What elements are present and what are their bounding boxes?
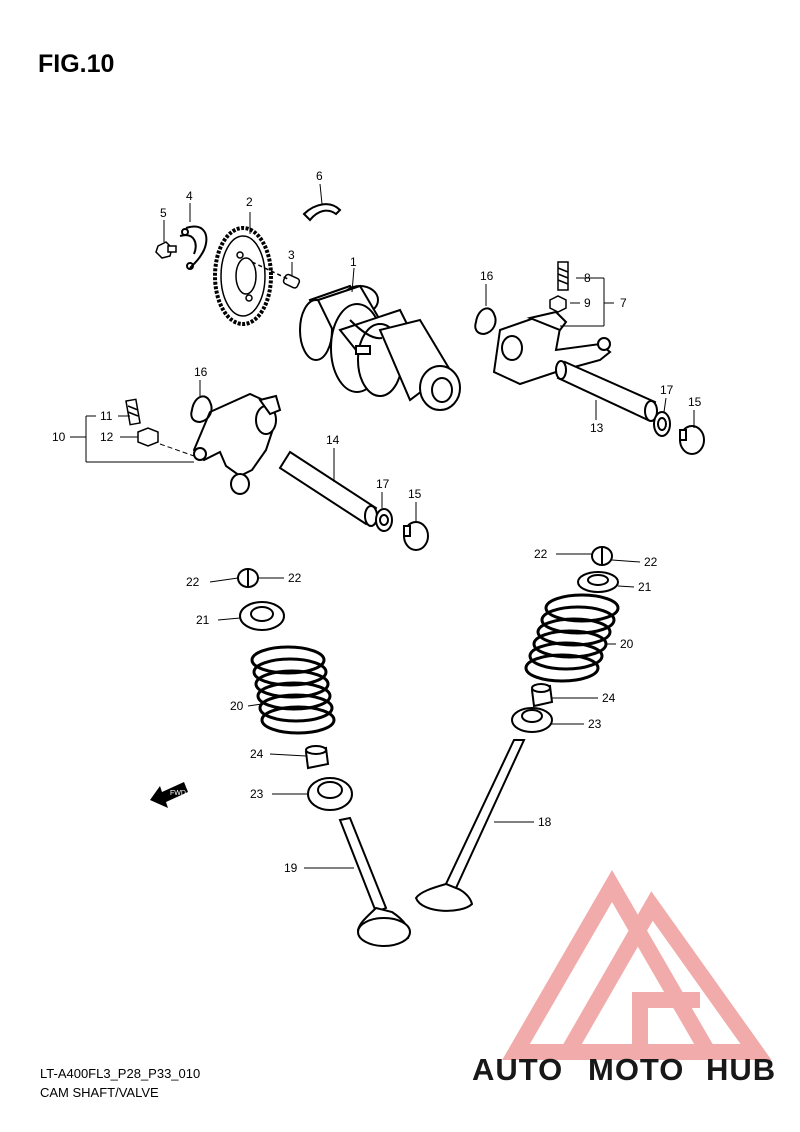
callout-14: 14 <box>326 433 340 447</box>
figure-title: FIG.10 <box>38 50 115 78</box>
part-21-retainer-left <box>239 601 285 631</box>
callout-21-right: 21 <box>638 580 652 594</box>
callout-19: 19 <box>284 861 298 875</box>
callout-20-left: 20 <box>230 699 244 713</box>
callout-22-right-a: 22 <box>534 547 548 561</box>
callout-6: 6 <box>316 169 323 183</box>
part-16-gasket-right <box>474 307 497 336</box>
fwd-label: FWD <box>170 790 186 797</box>
part-15-cap-left <box>403 521 429 551</box>
part-8-adjusting-screw <box>557 261 569 291</box>
part-22-cotters-left <box>237 568 259 588</box>
part-4-retaining-plate <box>179 225 208 270</box>
callout-7: 7 <box>620 296 627 310</box>
callout-15-left: 15 <box>408 487 422 501</box>
callout-1: 1 <box>350 255 357 269</box>
part-12-nut <box>137 427 159 447</box>
part-5-bolt <box>155 241 177 259</box>
callout-16-right: 16 <box>480 269 494 283</box>
part-23-seat-right <box>511 707 553 733</box>
watermark-logo: AUTO MOTO HUB <box>472 870 776 1087</box>
part-11-adjusting-screw <box>125 398 141 426</box>
callout-4: 4 <box>186 189 193 203</box>
part-24-seal-left <box>304 745 330 770</box>
callout-22-left-b: 22 <box>288 571 302 585</box>
fwd-arrow-icon: FWD <box>150 782 188 808</box>
callout-24-left: 24 <box>250 747 264 761</box>
callout-11: 11 <box>100 409 113 423</box>
part-18-valve-intake <box>414 739 526 912</box>
part-17-o-ring-left <box>375 508 393 532</box>
part-20-spring-right <box>524 593 620 683</box>
part-21-retainer-right <box>577 571 619 593</box>
callout-10: 10 <box>52 430 66 444</box>
part-17-o-ring-right <box>653 411 671 437</box>
callout-5: 5 <box>160 206 167 220</box>
watermark-hub: HUB <box>706 1052 776 1087</box>
callout-16-left: 16 <box>194 365 208 379</box>
part-7-rocker-arm-intake <box>492 310 612 386</box>
callout-17-left: 17 <box>376 477 390 491</box>
part-24-seal-right <box>530 683 554 708</box>
callout-23-right: 23 <box>588 717 602 731</box>
part-10-rocker-arm-exhaust <box>192 392 282 495</box>
callout-20-right: 20 <box>620 637 634 651</box>
callout-8: 8 <box>584 271 591 285</box>
callout-9: 9 <box>584 296 591 310</box>
part-22-cotters-right <box>591 546 613 566</box>
leader-lines <box>70 183 695 869</box>
callout-13: 13 <box>590 421 604 435</box>
part-14-rocker-shaft-exhaust <box>278 450 378 527</box>
callout-2: 2 <box>246 195 253 209</box>
callout-22-left-a: 22 <box>186 575 200 589</box>
callout-3: 3 <box>288 248 295 262</box>
diagram-name: CAM SHAFT/VALVE <box>40 1085 159 1100</box>
callout-18: 18 <box>538 815 552 829</box>
part-6-clip <box>302 203 342 222</box>
part-23-seat-left <box>307 777 353 811</box>
part-3-knock-pin <box>251 261 301 289</box>
part-16-gasket-left <box>190 395 213 424</box>
callout-22-right-b: 22 <box>644 555 658 569</box>
watermark-auto: AUTO <box>472 1052 563 1087</box>
part-2-cam-sprocket <box>213 226 273 326</box>
callout-24-right: 24 <box>602 691 616 705</box>
watermark-moto: MOTO <box>588 1052 684 1087</box>
part-20-spring-left <box>250 645 336 735</box>
callout-12: 12 <box>100 430 114 444</box>
callout-23-left: 23 <box>250 787 264 801</box>
diagram-code: LT-A400FL3_P28_P33_010 <box>40 1066 201 1081</box>
part-1-camshaft <box>299 284 461 411</box>
part-15-cap-right <box>679 425 705 455</box>
callout-numbers: 1 2 3 4 5 6 7 8 9 10 11 12 13 14 15 15 1… <box>52 169 702 875</box>
part-19-valve-exhaust <box>338 816 411 947</box>
watermark-triangle-icon <box>502 870 772 1060</box>
part-9-nut <box>549 295 567 313</box>
callout-21-left: 21 <box>196 613 210 627</box>
part-13-rocker-shaft-intake <box>555 360 658 422</box>
callout-15-right: 15 <box>688 395 702 409</box>
callout-17-right: 17 <box>660 383 674 397</box>
